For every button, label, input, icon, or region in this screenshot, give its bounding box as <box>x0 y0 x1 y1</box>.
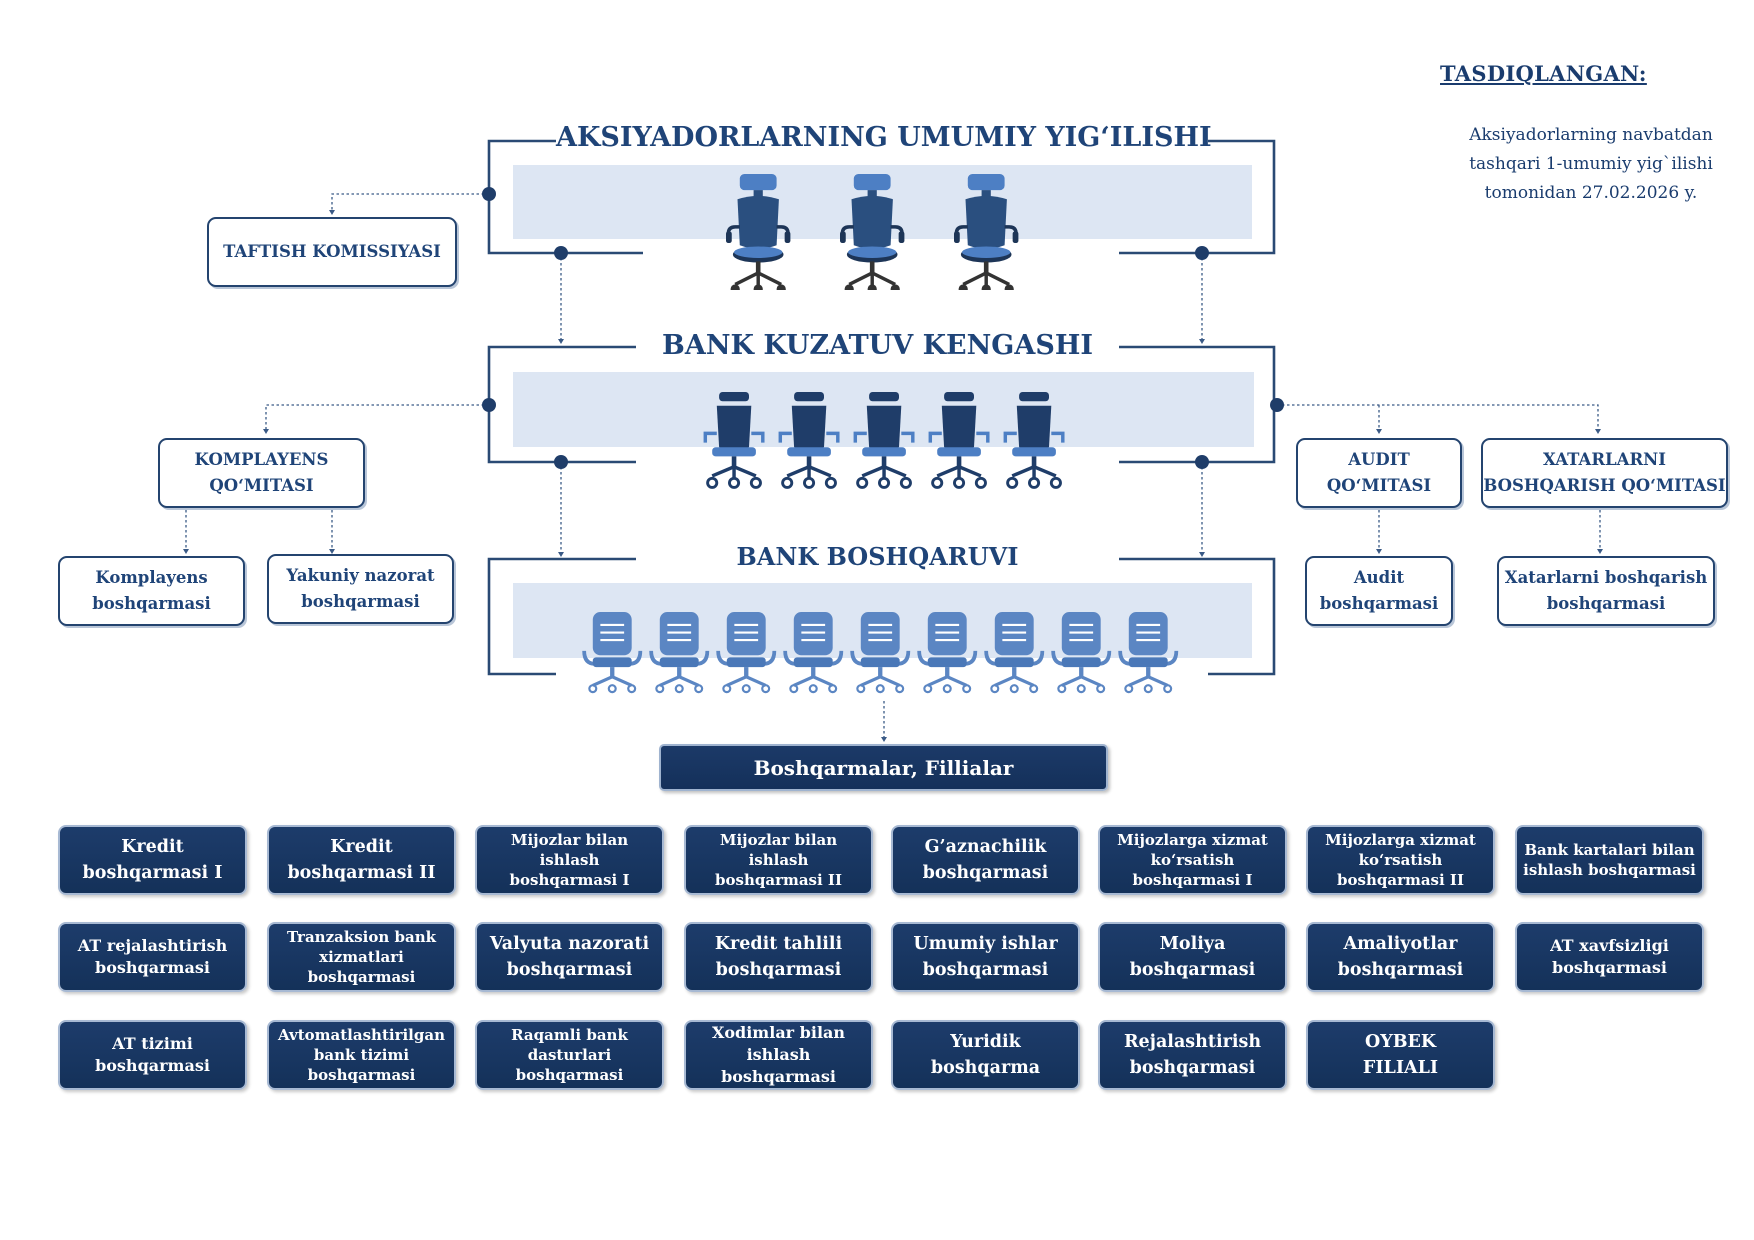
office-chair-icon <box>917 612 978 694</box>
audit-boshqarmasi-box: Audit boshqarmasi <box>1305 556 1453 626</box>
frame-board <box>487 557 636 676</box>
node-dot <box>1270 398 1284 412</box>
shareholders-chairs <box>726 174 1019 290</box>
department-tile: Yuridik boshqarma <box>891 1020 1080 1090</box>
department-tile: AT tizimi boshqarmasi <box>58 1020 247 1090</box>
office-chair-icon <box>853 392 915 489</box>
department-tile: Mijozlar bilan ishlash boshqarmasi I <box>475 825 664 895</box>
department-tile: Mijozlarga xizmat ko‘rsatish boshqarmasi… <box>1098 825 1287 895</box>
approval-title: TASDIQLANGAN: <box>1440 61 1647 86</box>
department-tile: Rejalashtirish boshqarmasi <box>1098 1020 1287 1090</box>
department-tile: AT xavfsizligi boshqarmasi <box>1515 922 1704 992</box>
department-tile: Valyuta nazorati boshqarmasi <box>475 922 664 992</box>
komplayens-boshqarmasi-box: Komplayens boshqarmasi <box>58 556 245 626</box>
connector-taftish <box>331 193 489 212</box>
xatarlarni-qomitasi-box: XATARLARNI BOSHQARISH QO‘MITASI <box>1481 438 1728 508</box>
department-tile: OYBEK FILIALI <box>1306 1020 1495 1090</box>
department-tile: Kredit boshqarmasi II <box>267 825 456 895</box>
office-chair-icon <box>703 392 765 489</box>
komplayens-qomitasi-box: KOMPLAYENS QO‘MITASI <box>158 438 365 508</box>
department-tile: Moliya boshqarmasi <box>1098 922 1287 992</box>
department-tile: Xodimlar bilan ishlash boshqarmasi <box>684 1020 873 1090</box>
node-dot <box>482 398 496 412</box>
node-dot <box>554 246 568 260</box>
office-chair-icon <box>716 612 777 694</box>
department-tile: AT rejalashtirish boshqarmasi <box>58 922 247 992</box>
department-tile: Raqamli bank dasturlari boshqarmasi <box>475 1020 664 1090</box>
office-chair-icon <box>840 174 905 290</box>
node-dot <box>554 455 568 469</box>
frame-board-right <box>1119 557 1276 676</box>
shareholders-title: AKSIYADORLARNING UMUMIY YIG‘ILISHI <box>556 122 1212 153</box>
department-tile: Amaliyotlar boshqarmasi <box>1306 922 1495 992</box>
department-tile: Mijozlar bilan ishlash boshqarmasi II <box>684 825 873 895</box>
approval-text: Aksiyadorlarning navbatdan tashqari 1-um… <box>1469 125 1713 203</box>
department-tile: Mijozlarga xizmat ko‘rsatish boshqarmasi… <box>1306 825 1495 895</box>
office-chair-icon <box>1003 392 1065 489</box>
yakuniy-nazorat-box: Yakuniy nazorat boshqarmasi <box>267 554 454 624</box>
node-dot <box>1195 455 1209 469</box>
connector-audit-xatar <box>1277 404 1599 431</box>
department-tile: G’aznachilik boshqarmasi <box>891 825 1080 895</box>
office-chair-icon <box>726 174 791 290</box>
board-chairs <box>582 612 1179 694</box>
supervisory-title: BANK KUZATUV KENGASHI <box>662 330 1093 361</box>
department-tile: Umumiy ishlar boshqarmasi <box>891 922 1080 992</box>
department-tile: Kredit tahlili boshqarmasi <box>684 922 873 992</box>
office-chair-icon <box>850 612 911 694</box>
department-tile: Kredit boshqarmasi I <box>58 825 247 895</box>
office-chair-icon <box>783 612 844 694</box>
office-chair-icon <box>649 612 710 694</box>
xatarlarni-boshqarmasi-box: Xatarlarni boshqarish boshqarmasi <box>1497 556 1715 626</box>
office-chair-icon <box>582 612 643 694</box>
connector-komplayens <box>265 404 489 431</box>
node-dot <box>482 187 496 201</box>
office-chair-icon <box>778 392 840 489</box>
board-title: BANK BOSHQARUVI <box>736 542 1019 571</box>
office-chair-icon <box>1051 612 1112 694</box>
department-tile: Bank kartalari bilan ishlash boshqarmasi <box>1515 825 1704 895</box>
node-dot <box>1195 246 1209 260</box>
office-chair-icon <box>954 174 1019 290</box>
office-chair-icon <box>984 612 1045 694</box>
office-chair-icon <box>928 392 990 489</box>
boshqarmalar-fillialar-banner: Boshqarmalar, Fillialar <box>659 744 1108 791</box>
audit-qomitasi-box: AUDIT QO‘MITASI <box>1296 438 1462 508</box>
supervisory-chairs <box>703 392 1065 489</box>
office-chair-icon <box>1118 612 1179 694</box>
department-tile: Avtomatlashtirilgan bank tizimi boshqarm… <box>267 1020 456 1090</box>
taftish-komissiyasi-box: TAFTISH KOMISSIYASI <box>207 217 457 287</box>
department-tile: Tranzaksion bank xizmatlari boshqarmasi <box>267 922 456 992</box>
